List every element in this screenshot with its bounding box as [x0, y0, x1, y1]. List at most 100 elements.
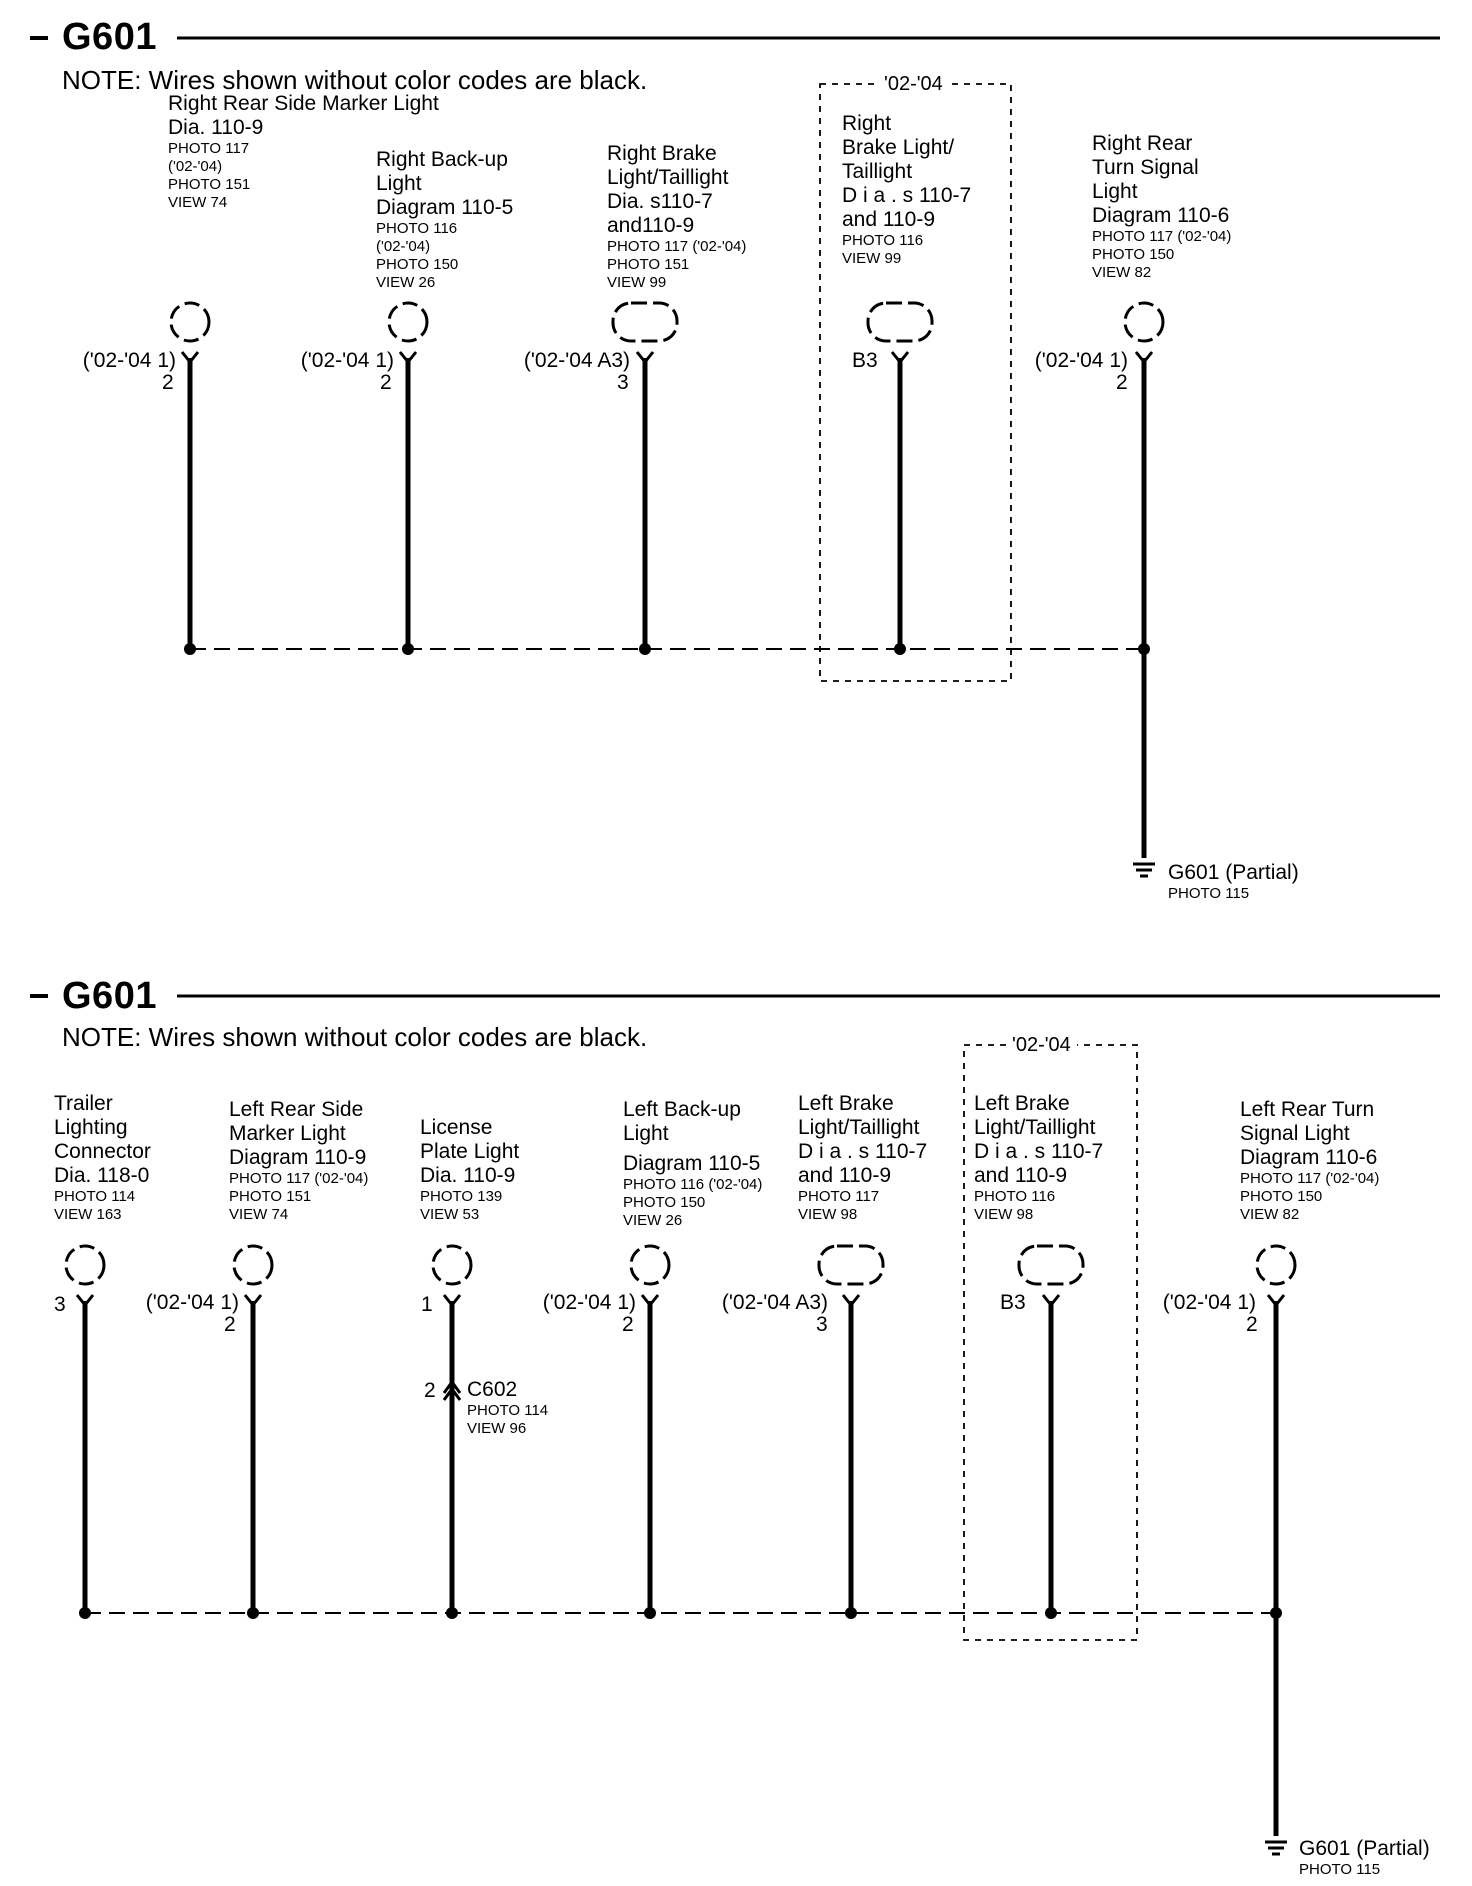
component-label: Left Brake Light/Taillight D i a . s 110… [798, 1092, 927, 1224]
connector-icon [232, 1244, 274, 1286]
pin-number: 3 [617, 371, 629, 394]
photo-ref: PHOTO 117 ('02-'04) [229, 1170, 369, 1187]
inline-connector-icon [442, 1379, 462, 1401]
connector-icon [169, 301, 211, 343]
component-label: Left Brake Light/Taillight D i a . s 110… [974, 1092, 1103, 1224]
view-ref: VIEW 96 [467, 1420, 527, 1437]
view-ref: VIEW 99 [842, 250, 902, 267]
photo-ref: PHOTO 117 ('02-'04) [607, 238, 747, 255]
component-name: Right Back-up [376, 148, 508, 171]
component-diagram: Diagram 110-6 [1240, 1146, 1378, 1169]
component-diagram: D i a . s 110-7 [842, 184, 972, 207]
component-label: Left Rear Turn Signal Light Diagram 110-… [1240, 1098, 1379, 1224]
pin-number: 2 [622, 1313, 634, 1336]
component-name: Left Brake [974, 1092, 1070, 1115]
ground-photo: PHOTO 115 [1299, 1861, 1381, 1878]
section-1-year-label: '02-'04 [878, 74, 949, 94]
photo-ref: PHOTO 117 [798, 1188, 880, 1205]
pin-label: B3 [1000, 1291, 1026, 1314]
photo-ref: PHOTO 150 [1240, 1188, 1323, 1205]
photo-ref: PHOTO 116 [974, 1188, 1056, 1205]
pin-number: 3 [816, 1313, 828, 1336]
photo-ref: PHOTO 116 [842, 232, 924, 249]
inline-connector-label: C602 PHOTO 114 VIEW 96 [467, 1378, 548, 1438]
component-name-line: Light/Taillight [607, 166, 729, 189]
photo-ref: PHOTO 114 [54, 1188, 136, 1205]
component-diagram: and 110-9 [974, 1164, 1068, 1187]
year-ref: ('02-'04) [168, 158, 223, 175]
component-diagram: Dia. s110-7 [607, 190, 713, 213]
view-ref: VIEW 74 [168, 194, 228, 211]
component-name: Left Rear Turn [1240, 1098, 1375, 1121]
component-label: Left Rear Side Marker Light Diagram 110-… [229, 1098, 368, 1224]
component-name: Trailer [54, 1092, 113, 1115]
connector-icon [64, 1244, 106, 1286]
pin-label: ('02-'04 1) [145, 1291, 239, 1314]
component-diagram: Diagram 110-5 [376, 196, 514, 219]
component-name-line: Light [623, 1122, 669, 1145]
splice-dot [639, 643, 651, 655]
photo-ref: PHOTO 114 [467, 1402, 549, 1419]
component-diagram: Diagram 110-9 [229, 1146, 367, 1169]
section-1-wires [169, 301, 1165, 878]
splice-dot [845, 1607, 857, 1619]
section-1-note: NOTE: Wires shown without color codes ar… [62, 65, 648, 95]
view-ref: VIEW 82 [1240, 1206, 1300, 1223]
view-ref: VIEW 26 [623, 1212, 683, 1229]
pin-number: 2 [380, 371, 392, 394]
view-ref: VIEW 98 [974, 1206, 1034, 1223]
component-name-line: Connector [54, 1140, 151, 1163]
pin-label: ('02-'04 1) [300, 349, 394, 372]
pin-number: 2 [224, 1313, 236, 1336]
pin-number: 3 [54, 1293, 66, 1316]
pin-number: 2 [162, 371, 174, 394]
pin-label: ('02-'04 A3) [523, 349, 630, 372]
section-2-note: NOTE: Wires shown without color codes ar… [62, 1022, 648, 1052]
component-label: Right Brake Light/Taillight Dia. s110-7 … [607, 142, 746, 292]
view-ref: VIEW 53 [420, 1206, 480, 1223]
section-1-title: G601 [62, 16, 157, 58]
component-name: Right [842, 112, 892, 135]
pin-label: ('02-'04 A3) [721, 1291, 828, 1314]
component-name: Left Brake [798, 1092, 894, 1115]
photo-ref: PHOTO 139 [420, 1188, 503, 1205]
component-name-line: Brake Light/ [842, 136, 955, 159]
ground-icon [1133, 862, 1155, 878]
component-diagram: Dia. 118-0 [54, 1164, 150, 1187]
component-name-line: Light/Taillight [974, 1116, 1096, 1139]
photo-ref: PHOTO 117 [168, 140, 250, 157]
component-name-line: Light/Taillight [798, 1116, 920, 1139]
photo-ref: PHOTO 150 [376, 256, 459, 273]
pin-number: 2 [1246, 1313, 1258, 1336]
component-name: License [420, 1116, 493, 1139]
pin-number: 1 [421, 1293, 433, 1316]
component-label: Trailer Lighting Connector Dia. 118-0 PH… [54, 1092, 151, 1224]
photo-ref: PHOTO 116 ('02-'04) [623, 1176, 763, 1193]
year-ref: ('02-'04) [376, 238, 431, 255]
connector-icon [629, 1244, 671, 1286]
component-label: License Plate Light Dia. 110-9 PHOTO 139… [420, 1116, 519, 1224]
section-2-title: G601 [62, 975, 157, 1017]
component-diagram: D i a . s 110-7 [798, 1140, 928, 1163]
section-1-year-box [819, 83, 1012, 682]
view-ref: VIEW 74 [229, 1206, 289, 1223]
component-label: Right Back-up Light Diagram 110-5 PHOTO … [376, 148, 513, 292]
component-name: Left Back-up [623, 1098, 741, 1121]
section-2-year-label: '02-'04 [1006, 1035, 1077, 1055]
pin-label: ('02-'04 1) [1162, 1291, 1256, 1314]
pin-number: 2 [1116, 371, 1128, 394]
component-name-line: Marker Light [229, 1122, 346, 1145]
connector-icon [431, 1244, 473, 1286]
component-diagram: Diagram 110-6 [1092, 204, 1230, 227]
connector-icon [387, 301, 429, 343]
component-diagram: Dia. 110-9 [168, 116, 264, 139]
component-name: Left Rear Side [229, 1098, 364, 1121]
pin-label: ('02-'04 1) [542, 1291, 636, 1314]
component-diagram: D i a . s 110-7 [974, 1140, 1104, 1163]
component-name: Right Brake [607, 142, 717, 165]
component-label: Right Brake Light/ Taillight D i a . s 1… [842, 112, 971, 268]
photo-ref: PHOTO 150 [623, 1194, 706, 1211]
component-name-line: Light [376, 172, 422, 195]
component-name: Right Rear [1092, 132, 1193, 155]
component-name: Right Rear Side Marker Light [168, 92, 439, 115]
